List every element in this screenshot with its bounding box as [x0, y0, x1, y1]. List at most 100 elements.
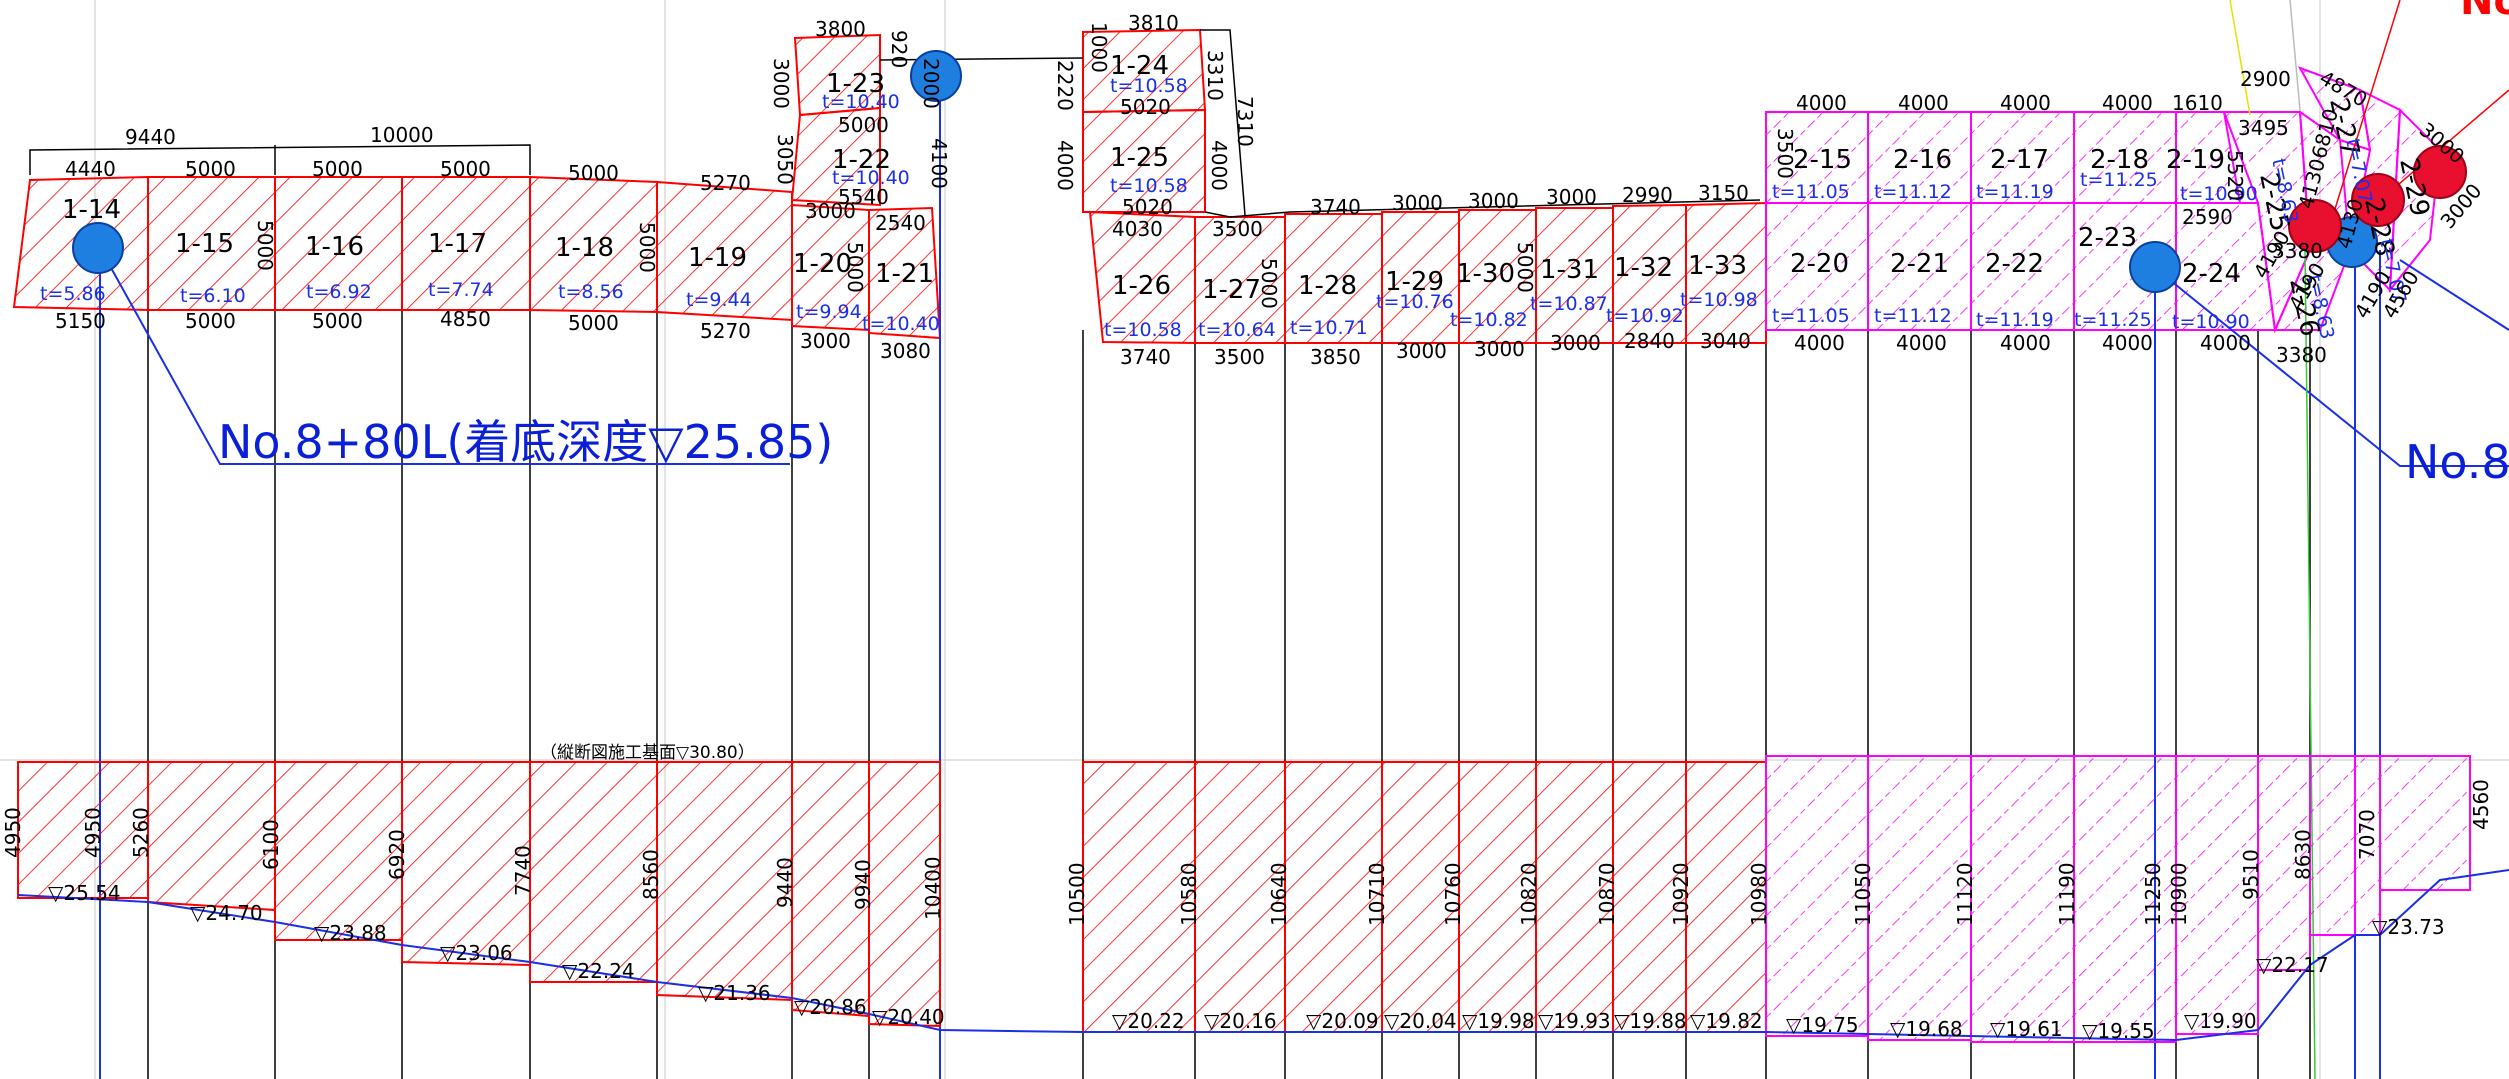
height-label: 9440 [773, 857, 797, 908]
blue-marker-2-23 [2129, 241, 2181, 293]
thickness-label: t=10.90 [2180, 183, 2258, 205]
level-label: ▽24.70 [190, 901, 263, 925]
dimension-label: 9440 [125, 125, 176, 149]
level-label: ▽23.88 [314, 921, 387, 945]
plan-block-1-23 [793, 33, 881, 117]
dimension-label: 4000 [1794, 331, 1845, 355]
dimension-label: 5000 [440, 157, 491, 181]
dimension-label: 5000 [1513, 242, 1537, 293]
thickness-label: t=11.05 [1772, 181, 1850, 203]
dimension-label: 3040 [1700, 329, 1751, 353]
thickness-label: t=5.86 [40, 283, 106, 305]
section-block [2379, 755, 2471, 891]
block-id: 2-24 [2182, 259, 2241, 289]
thickness-label: t=11.19 [1976, 181, 2054, 203]
dimension-label: 4030 [1112, 217, 1163, 241]
height-label: 9940 [851, 859, 875, 910]
markers [72, 50, 2467, 293]
block-id: 1-31 [1540, 255, 1599, 285]
section-block [2175, 755, 2259, 1035]
block-id: 1-14 [62, 195, 121, 225]
dimension-label: 5000 [635, 222, 659, 273]
section-caption: （縦断図施工基面▽30.80） [540, 743, 755, 763]
block-id: 1-19 [688, 243, 747, 273]
dimension-label: 5000 [185, 157, 236, 181]
thickness-label: t=11.25 [2080, 169, 2158, 191]
block-id: 1-28 [1298, 271, 1357, 301]
height-label: 10640 [1267, 862, 1291, 926]
section-level-labels: ▽25.54 ▽24.70 ▽23.88 ▽23.06 ▽22.24 ▽21.3… [48, 881, 2445, 1043]
dimension-label: 5000 [568, 311, 619, 335]
level-label: ▽19.98 [1462, 1009, 1535, 1033]
red-marker-2 [2351, 173, 2405, 227]
level-label: ▽21.36 [698, 981, 771, 1005]
red-corner-label: No. [2460, 0, 2509, 24]
dimension-label: 4000 [1796, 91, 1847, 115]
block-id: 1-18 [555, 233, 614, 263]
thickness-label: t=11.19 [1976, 309, 2054, 331]
section-red-blocks [17, 761, 1767, 1033]
block-id: 1-26 [1112, 271, 1171, 301]
thickness-label: t=10.76 [1376, 291, 1454, 313]
plan-dimensions-top: 9440 10000 4440 5000 5000 5000 5000 5270… [65, 11, 2487, 241]
height-label: 10920 [1669, 862, 1693, 926]
height-label: 10870 [1595, 862, 1619, 926]
dimension-label: 4000 [2102, 331, 2153, 355]
height-label: 10400 [921, 856, 945, 920]
level-label: ▽22.24 [562, 959, 635, 983]
height-label: 11190 [2055, 862, 2079, 926]
section-block [2257, 755, 2311, 971]
dimension-label: 5000 [843, 242, 867, 293]
height-label: 11050 [1851, 862, 1875, 926]
block-id: 1-23 [826, 69, 885, 99]
thickness-label: t=10.98 [1680, 289, 1758, 311]
level-label: ▽19.75 [1786, 1013, 1859, 1037]
dimension-label: 3500 [1773, 128, 1797, 179]
section-block [274, 761, 403, 941]
dimension-label: 4000 [1896, 331, 1947, 355]
thickness-label: t=10.58 [1110, 175, 1188, 197]
dimension-label: 1610 [2172, 91, 2223, 115]
dimension-label: 4000 [2000, 91, 2051, 115]
dimension-label: 5000 [312, 309, 363, 333]
level-label: ▽20.16 [1204, 1009, 1277, 1033]
dimension-label: 4100 [927, 138, 951, 189]
thickness-label: t=6.92 [306, 281, 372, 303]
block-id: 1-24 [1110, 51, 1169, 81]
section-height-labels: 4950 4950 5260 6100 6920 7740 8560 9440 … [1, 779, 2493, 926]
block-id: 1-27 [1202, 275, 1261, 305]
plan-dimensions-bottom: 5150 5000 5000 4850 5000 5270 3000 3080 … [55, 106, 2424, 369]
thickness-label: t=10.92 [1606, 305, 1684, 327]
thickness-label: t=6.10 [180, 285, 246, 307]
dimension-label: 3000 [1550, 331, 1601, 355]
blue-marker-1-14 [72, 222, 124, 274]
dimension-label: 5020 [1120, 95, 1171, 119]
thickness-label: t=10.40 [832, 167, 910, 189]
dimension-label: 1000 [1087, 22, 1111, 73]
level-label: ▽19.88 [1614, 1009, 1687, 1033]
level-label: ▽20.09 [1306, 1009, 1379, 1033]
dimension-label: 7310 [1233, 96, 1257, 147]
dimension-label: 4850 [440, 307, 491, 331]
level-label: ▽22.17 [2256, 953, 2329, 977]
dimension-label: 4000 [1898, 91, 1949, 115]
level-label: ▽20.04 [1384, 1009, 1457, 1033]
height-label: 10980 [1747, 862, 1771, 926]
dimension-label: 3380 [2276, 343, 2327, 367]
dimension-label: 2840 [1624, 329, 1675, 353]
height-label: 10900 [2167, 862, 2191, 926]
thickness-label: t=11.25 [2074, 309, 2152, 331]
thickness-label: t=10.58 [1110, 75, 1188, 97]
thickness-label: t=10.64 [1198, 319, 1276, 341]
height-label: 10710 [1365, 862, 1389, 926]
dimension-label: 3380 [2272, 239, 2323, 263]
dimension-label: 3850 [1310, 345, 1361, 369]
section-block [2073, 755, 2177, 1043]
height-label: 10500 [1065, 862, 1089, 926]
dimension-label: 5270 [700, 171, 751, 195]
thickness-label: t=10.58 [1104, 319, 1182, 341]
thickness-label: t=11.05 [1772, 305, 1850, 327]
section-block [529, 761, 658, 983]
block-id: 2-17 [1990, 145, 2049, 175]
dimension-label: 5150 [55, 309, 106, 333]
